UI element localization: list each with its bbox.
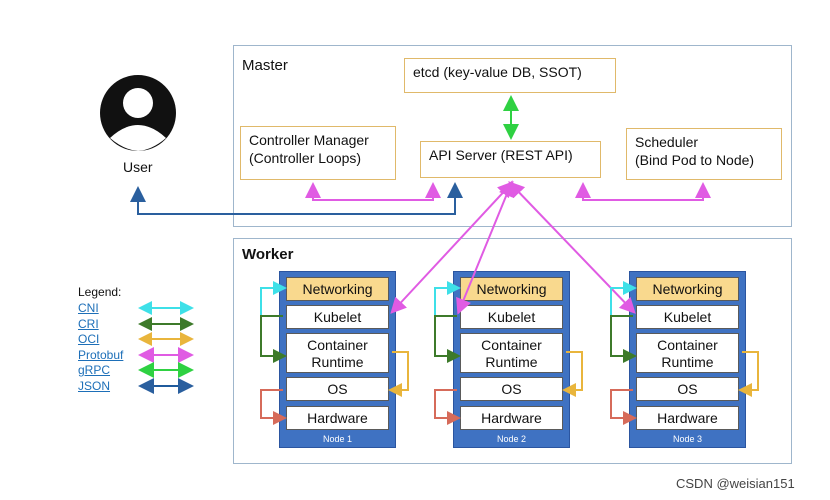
kubelet-layer: Kubelet	[460, 305, 563, 329]
node-3: Networking Kubelet Container Runtime OS …	[629, 271, 746, 448]
node-label: Node 1	[322, 434, 353, 444]
container-runtime-line1: Container	[657, 337, 718, 353]
scheduler-box: Scheduler (Bind Pod to Node)	[626, 128, 782, 180]
controller-manager-box: Controller Manager (Controller Loops)	[240, 126, 396, 180]
hardware-layer: Hardware	[636, 406, 739, 430]
node-2: Networking Kubelet Container Runtime OS …	[453, 271, 570, 448]
etcd-label: etcd (key-value DB, SSOT)	[413, 64, 582, 80]
master-title: Master	[242, 57, 288, 74]
kubelet-layer: Kubelet	[636, 305, 739, 329]
kubelet-layer: Kubelet	[286, 305, 389, 329]
node-label: Node 3	[672, 434, 703, 444]
etcd-box: etcd (key-value DB, SSOT)	[404, 58, 616, 93]
legend-item-grpc: gRPC	[78, 363, 111, 377]
user-label: User	[123, 159, 153, 175]
node-1: Networking Kubelet Container Runtime OS …	[279, 271, 396, 448]
watermark: CSDN @weisian151	[676, 476, 795, 491]
os-layer: OS	[286, 377, 389, 401]
legend-item-json: JSON	[78, 379, 111, 393]
hardware-layer: Hardware	[286, 406, 389, 430]
hardware-layer: Hardware	[460, 406, 563, 430]
os-layer: OS	[460, 377, 563, 401]
container-runtime-line1: Container	[307, 337, 368, 353]
legend-item-protobuf: Protobuf	[78, 348, 124, 362]
legend-item-cni: CNI	[78, 301, 99, 315]
networking-layer: Networking	[460, 277, 563, 301]
legend-title: Legend:	[78, 285, 122, 299]
container-runtime-layer: Container Runtime	[636, 333, 739, 373]
container-runtime-line2: Runtime	[485, 354, 538, 370]
scheduler-line1: Scheduler	[635, 134, 699, 150]
container-runtime-layer: Container Runtime	[460, 333, 563, 373]
worker-title: Worker	[242, 246, 294, 263]
container-runtime-layer: Container Runtime	[286, 333, 389, 373]
controller-manager-line2: (Controller Loops)	[249, 150, 362, 166]
scheduler-line2: (Bind Pod to Node)	[635, 152, 755, 168]
networking-layer: Networking	[286, 277, 389, 301]
container-runtime-line2: Runtime	[661, 354, 714, 370]
networking-layer: Networking	[636, 277, 739, 301]
legend-item-cri: CRI	[78, 317, 99, 331]
controller-manager-line1: Controller Manager	[249, 132, 369, 148]
os-layer: OS	[636, 377, 739, 401]
api-server-box: API Server (REST API)	[420, 141, 601, 178]
api-server-label: API Server (REST API)	[429, 147, 573, 163]
node-label: Node 2	[496, 434, 527, 444]
container-runtime-line1: Container	[481, 337, 542, 353]
legend-item-oci: OCI	[78, 332, 100, 346]
container-runtime-line2: Runtime	[311, 354, 364, 370]
